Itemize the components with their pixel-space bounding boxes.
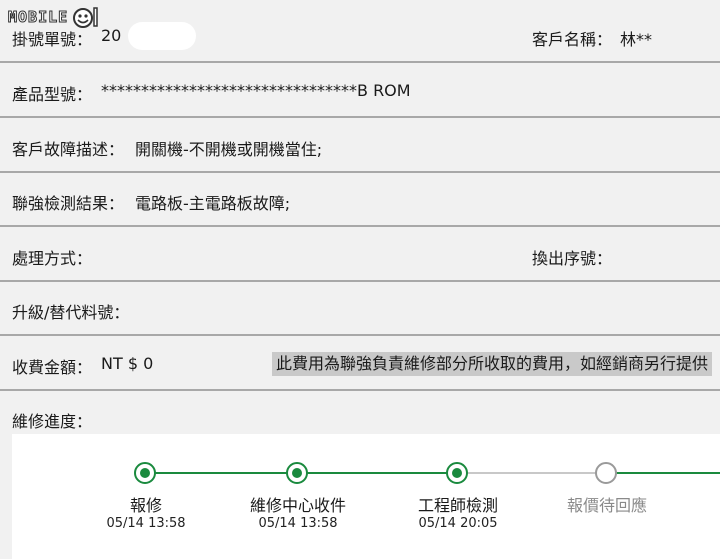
fee-note: 此費用為聯強負責維修部分所收取的費用，如經銷商另行提供 [272,352,713,376]
repair-progress-tracker: 報修 05/14 13:58 維修中心收件 05/14 13:58 工程師檢測 … [12,434,720,559]
replaced-serial-label: 換出序號： [532,249,613,268]
logo-text: MOBILE [7,8,69,27]
step-done-icon [286,462,308,484]
mobile01-logo: MOBILE [7,4,100,30]
inspection-result-value: 電路板-主電路板故障; [135,194,291,213]
product-model-value: ********************************B ROM [101,81,411,100]
upgrade-part-label: 升級/替代料號： [12,303,130,322]
fault-description-value: 開關機-不開機或開機當住; [135,140,323,159]
divider [0,171,720,173]
progress-line-next [614,472,720,474]
divider [0,225,720,227]
redaction-mask [128,22,196,50]
step-time: 05/14 13:58 [258,516,338,531]
repair-progress-label: 維修進度： [12,412,93,431]
inspection-result-label: 聯強檢測結果： [12,194,125,213]
divider [0,334,720,336]
product-model-label: 產品型號： [12,85,93,104]
step-label: 工程師檢測 [417,496,498,515]
step-time: 05/14 20:05 [418,516,498,531]
order-number-label: 掛號單號： [12,30,93,49]
fault-description-label: 客戶故障描述： [12,140,125,159]
step-pending-icon [595,462,617,484]
customer-name-value: 林** [620,30,653,49]
step-done-icon [446,462,468,484]
order-number-value: 20 [101,26,122,45]
step-time: 05/14 13:58 [106,516,186,531]
handling-method-label: 處理方式： [12,249,93,268]
step-label: 報修 [129,496,162,515]
customer-name-label: 客戶名稱： [532,30,613,49]
divider [0,389,720,391]
fee-amount-value: NT $ 0 [101,354,154,373]
logo-mark-icon [73,7,98,28]
divider [0,116,720,118]
step-label: 報價待回應 [566,496,647,515]
divider [0,280,720,282]
step-label: 維修中心收件 [249,496,346,515]
step-done-icon [134,462,156,484]
divider [0,61,720,63]
fee-amount-label: 收費金額： [12,358,93,377]
progress-line-pending [458,472,604,474]
order-row: 掛號單號： 20 客戶名稱： 林** [0,26,720,49]
